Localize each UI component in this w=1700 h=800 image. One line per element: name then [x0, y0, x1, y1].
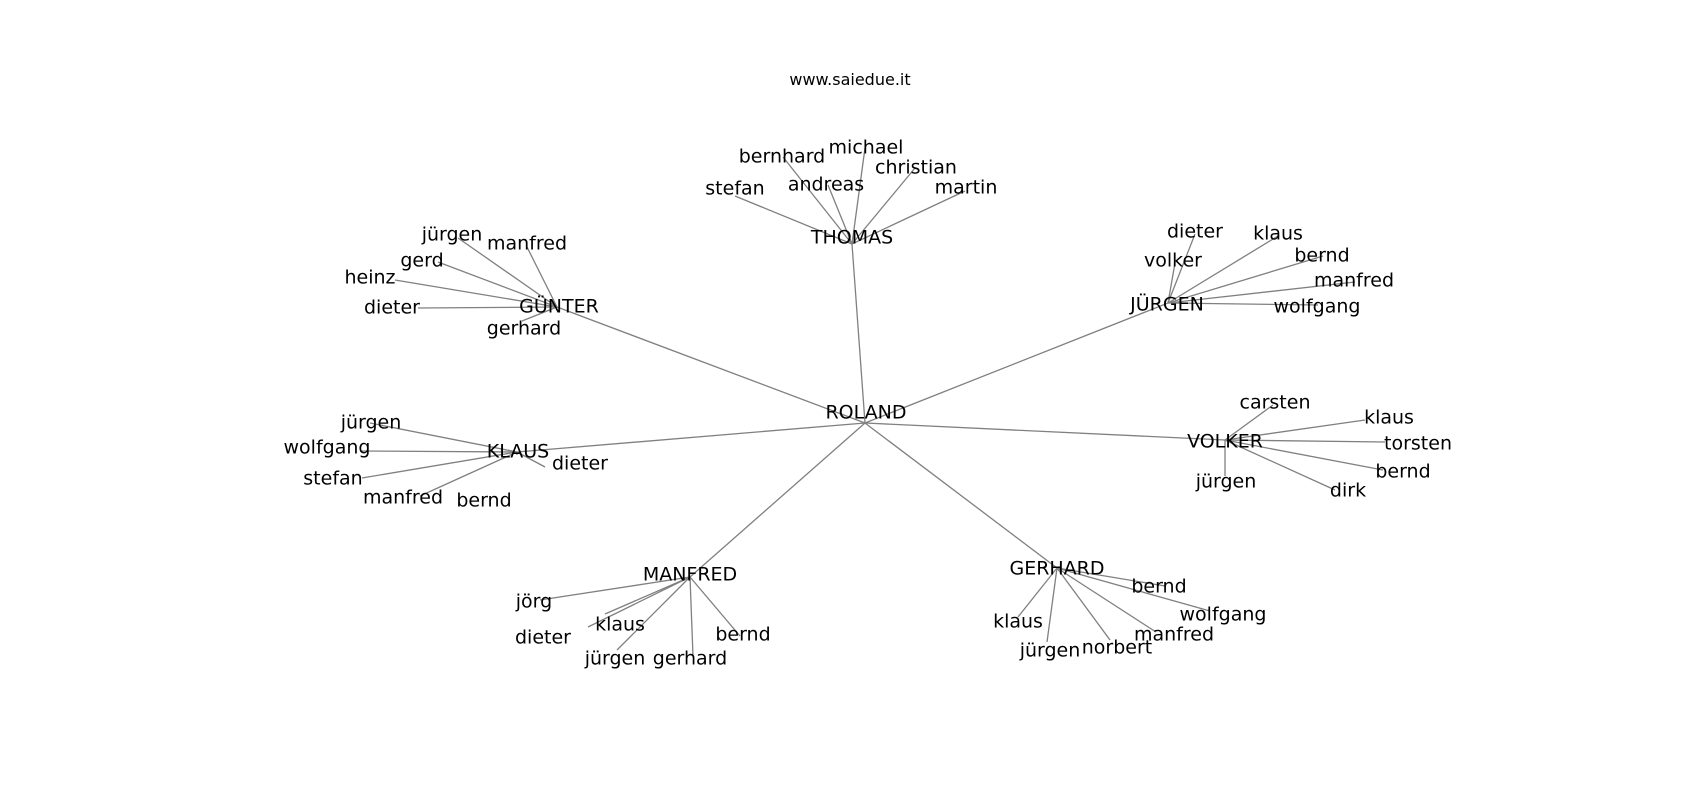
- group-node-label: MANFRED: [643, 564, 737, 586]
- child-node-label: wolfgang: [284, 437, 371, 459]
- child-node-label: dirk: [1330, 480, 1366, 502]
- child-node-label: jürgen: [340, 412, 402, 434]
- edge-group-4-child-3: [1224, 439, 1384, 471]
- child-node-label: dieter: [364, 297, 420, 319]
- child-node-label: klaus: [1253, 223, 1303, 245]
- edge-group-5-child-0: [539, 576, 691, 601]
- edge-group-2-child-1: [1167, 235, 1279, 304]
- edge-group-5-child-3: [616, 576, 691, 651]
- child-node-label: carsten: [1240, 392, 1311, 414]
- edge-group-5-child-1: [587, 576, 691, 628]
- edge-root-to-4: [864, 422, 1226, 441]
- child-node-label: manfred: [1134, 624, 1214, 646]
- edge-root-to-3: [516, 422, 866, 453]
- edge-group-2-child-2: [1167, 262, 1176, 304]
- edge-group-1-child-1: [526, 246, 558, 308]
- group-node-label: THOMAS: [810, 227, 893, 249]
- edge-group-5-child-2: [604, 576, 691, 615]
- child-node-label: martin: [935, 177, 998, 199]
- edge-group-2-child-5: [1167, 302, 1319, 306]
- edge-group-1-child-5: [521, 306, 558, 322]
- child-node-label: jürgen: [421, 224, 483, 246]
- child-node-label: klaus: [993, 611, 1043, 633]
- child-node-label: stefan: [303, 468, 362, 490]
- edge-group-0-child-4: [851, 167, 916, 245]
- edge-group-5-child-4: [689, 576, 694, 657]
- edge-group-4-child-2: [1224, 439, 1386, 443]
- child-node-label: gerhard: [487, 318, 561, 340]
- edge-group-5-child-5: [689, 576, 741, 637]
- group-node-label: GERHARD: [1009, 558, 1104, 580]
- edge-root-to-0: [851, 243, 866, 424]
- edge-group-0-child-5: [851, 190, 966, 245]
- edge-group-6-child-4: [1046, 567, 1058, 643]
- child-node-label: jörg: [515, 591, 552, 613]
- child-node-label: gerhard: [653, 648, 727, 670]
- edge-group-6-child-5: [1017, 567, 1058, 618]
- edge-group-0-child-1: [782, 156, 853, 245]
- edge-group-2-child-4: [1167, 281, 1356, 304]
- edge-group-6-child-3: [1056, 567, 1111, 641]
- child-node-label: manfred: [363, 487, 443, 509]
- edge-group-6-child-0: [1056, 567, 1166, 587]
- child-node-label: manfred: [487, 233, 567, 255]
- child-node-label: gerd: [400, 250, 443, 272]
- child-node-label: dieter: [515, 627, 571, 649]
- edge-group-0-child-3: [851, 147, 866, 245]
- child-node-label: jürgen: [1195, 471, 1257, 493]
- edge-group-1-child-3: [394, 279, 558, 308]
- group-node-label: KLAUS: [487, 441, 549, 463]
- group-node-label: VOLKER: [1187, 431, 1263, 453]
- child-node-label: bernd: [1131, 576, 1186, 598]
- child-node-label: dieter: [1167, 221, 1223, 243]
- edge-group-3-child-0: [369, 422, 518, 453]
- edge-group-4-child-4: [1224, 439, 1336, 491]
- child-node-label: jürgen: [584, 648, 646, 670]
- edge-group-4-child-1: [1224, 419, 1366, 441]
- child-node-label: stefan: [705, 178, 764, 200]
- child-node-label: andreas: [788, 174, 864, 196]
- edge-root-to-5: [689, 422, 866, 578]
- child-node-label: michael: [829, 137, 904, 159]
- edge-group-4-child-0: [1224, 404, 1274, 441]
- child-node-label: wolfgang: [1180, 604, 1267, 626]
- child-node-label: klaus: [1364, 407, 1414, 429]
- root-node-label: ROLAND: [825, 402, 906, 424]
- edge-group-3-child-1: [359, 450, 518, 453]
- child-node-label: bernhard: [739, 146, 826, 168]
- child-node-label: bernd: [456, 490, 511, 512]
- group-node-label: GÜNTER: [519, 295, 599, 318]
- child-node-label: christian: [875, 157, 957, 179]
- edge-group-6-child-1: [1056, 567, 1211, 612]
- site-title: www.saiedue.it: [789, 70, 911, 89]
- edge-group-2-child-3: [1167, 255, 1324, 304]
- child-node-label: norbert: [1082, 637, 1153, 659]
- edge-group-1-child-4: [417, 306, 558, 309]
- child-node-label: wolfgang: [1274, 296, 1361, 318]
- child-node-label: volker: [1144, 250, 1202, 272]
- edge-group-3-child-2: [361, 451, 518, 479]
- edge-group-6-child-2: [1056, 567, 1157, 633]
- child-node-label: torsten: [1384, 433, 1452, 455]
- edge-root-to-1: [556, 306, 866, 424]
- edge-root-to-6: [864, 422, 1058, 569]
- child-node-label: bernd: [1375, 461, 1430, 483]
- edge-group-3-child-5: [516, 451, 546, 468]
- child-node-label: manfred: [1314, 270, 1394, 292]
- child-node-label: heinz: [344, 267, 395, 289]
- child-node-label: bernd: [1294, 245, 1349, 267]
- edge-group-3-child-3: [419, 451, 518, 497]
- child-node-label: jürgen: [1019, 640, 1081, 662]
- edge-group-0-child-2: [827, 184, 853, 245]
- edge-group-1-child-0: [457, 237, 558, 308]
- child-node-label: bernd: [715, 624, 770, 646]
- child-node-label: dieter: [552, 453, 608, 475]
- edge-group-0-child-0: [734, 195, 853, 245]
- group-node-label: JÜRGEN: [1129, 293, 1204, 316]
- edge-group-1-child-2: [437, 261, 558, 308]
- child-node-label: klaus: [595, 614, 645, 636]
- edge-root-to-2: [864, 302, 1169, 424]
- edge-group-2-child-0: [1167, 233, 1196, 304]
